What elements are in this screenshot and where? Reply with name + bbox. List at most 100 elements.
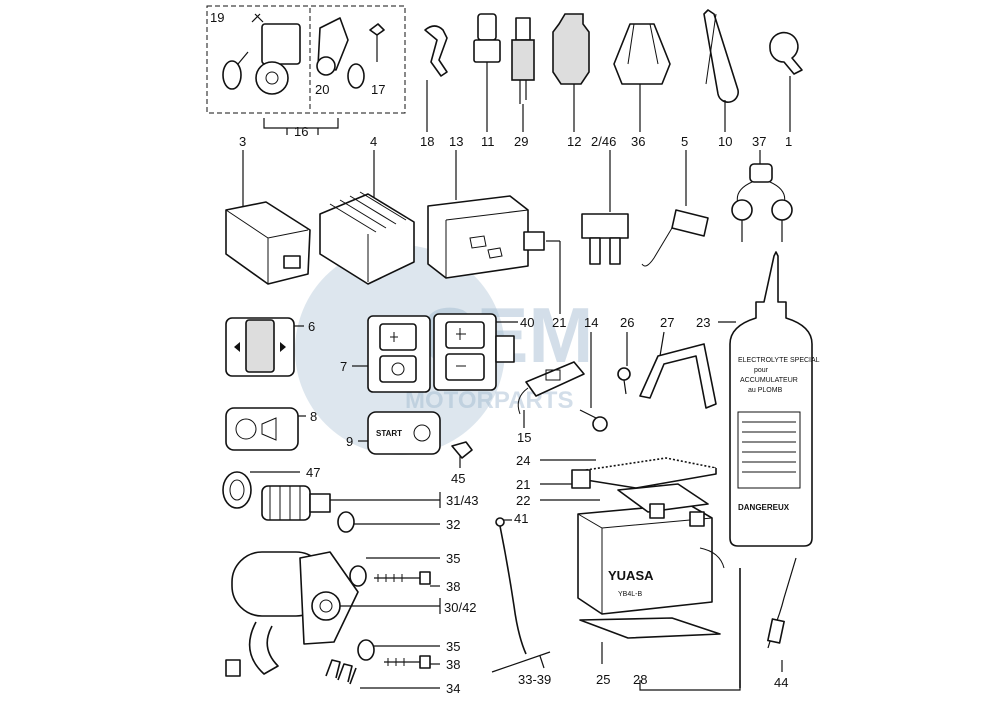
label-1: 1: [785, 134, 792, 149]
part-45-bolt: 45: [451, 441, 473, 486]
part-23-electrolyte-bottle: 23 ELECTROLYTE SPECIAL pour ACCUMULATEUR…: [696, 251, 820, 547]
battery-model: YB4L-B: [618, 591, 642, 598]
seat-key-icon: [347, 63, 365, 89]
part-9-start-button: START 9: [346, 411, 441, 455]
part-32-washer: 32: [337, 511, 460, 533]
label-31-43: 31/43: [446, 493, 479, 508]
key-1-icon: [731, 199, 753, 221]
bottle-text-3: ACCUMULATEUR: [740, 377, 798, 384]
part-35-washer-top: 35: [349, 551, 460, 587]
label-25: 25: [596, 672, 610, 687]
part-12-rubber-boot: 12: [552, 13, 590, 149]
bottle-text-2: pour: [754, 367, 769, 374]
part-21-holder-top: 21: [523, 231, 566, 330]
label-34: 34: [446, 681, 460, 696]
kit-dashed-box: [206, 5, 406, 114]
part-24-battery-pad: 24: [516, 453, 717, 489]
label-35a: 35: [446, 551, 460, 566]
part-13-flasher: 13: [427, 134, 529, 279]
label-21b: 21: [516, 477, 530, 492]
battery-brand: YUASA: [608, 568, 654, 583]
label-10: 10: [718, 134, 732, 149]
ignition-switch-kit: 19 20 17 16: [206, 5, 406, 139]
part-31-43-drive-pinion: 31/43: [261, 485, 479, 521]
part-6-turn-switch: 6: [225, 317, 315, 377]
label-33-39: 33-39: [518, 672, 551, 687]
part-36-cover: 36: [613, 23, 671, 149]
label-16: 16: [294, 124, 308, 139]
part-11-bulb-socket: 11: [473, 13, 501, 149]
label-15: 15: [517, 430, 531, 445]
part-1-cable-clamp: 1: [769, 31, 803, 149]
part-27-battery-strap: 27: [639, 315, 717, 409]
part-44-fuse-holder: 44: [767, 557, 797, 690]
part-7-40-light-switches: 40 7: [340, 313, 534, 393]
label-19: 19: [210, 10, 224, 25]
label-6: 6: [308, 319, 315, 334]
label-37: 37: [752, 134, 766, 149]
label-30-42: 30/42: [444, 600, 477, 615]
label-44: 44: [774, 675, 788, 690]
part-26-screw: 26: [617, 315, 634, 395]
label-8: 8: [310, 409, 317, 424]
bottle-text-4: au PLOMB: [748, 387, 783, 394]
bottle-text-1: ELECTROLYTE SPECIAL: [738, 357, 820, 364]
label-13: 13: [449, 134, 463, 149]
part-28-cables: 28: [633, 547, 741, 691]
part-8-horn-button: 8: [225, 407, 317, 451]
part-2-46-fuse: 2/46: [581, 134, 629, 265]
label-26: 26: [620, 315, 634, 330]
part-37-keys: 37: [731, 134, 793, 242]
part-38-bolt-top: 38: [374, 571, 460, 594]
label-7: 7: [340, 359, 347, 374]
start-button-text: START: [376, 429, 402, 438]
label-36: 36: [631, 134, 645, 149]
part-33-39-spark-plug-wire: 33-39: [491, 651, 551, 687]
part-29-connector: 29: [511, 17, 535, 149]
part-14-screw: 14: [579, 315, 608, 432]
part-38-bolt-bottom: 38: [384, 655, 460, 672]
label-27: 27: [660, 315, 674, 330]
label-5: 5: [681, 134, 688, 149]
label-23: 23: [696, 315, 710, 330]
label-35b: 35: [446, 639, 460, 654]
label-40: 40: [520, 315, 534, 330]
key-icon: [222, 60, 242, 90]
label-17: 17: [371, 82, 385, 97]
part-34-brushes: 34: [325, 659, 460, 696]
label-11: 11: [481, 134, 495, 149]
label-18: 18: [420, 134, 434, 149]
label-12: 12: [567, 134, 581, 149]
part-3-relay: 3: [225, 134, 311, 285]
part-18-clip: 18: [420, 25, 448, 149]
label-32: 32: [446, 517, 460, 532]
ignition-lock-cylinder: [255, 61, 289, 95]
label-21a: 21: [552, 315, 566, 330]
label-28: 28: [633, 672, 647, 687]
label-14: 14: [584, 315, 598, 330]
part-21-holder-bottom: 21: [516, 469, 591, 492]
ignition-switch-body: [261, 23, 301, 65]
part-10-spring-clip: 10: [703, 9, 739, 149]
label-22: 22: [516, 493, 530, 508]
label-38a: 38: [446, 579, 460, 594]
part-47-ring: 47: [222, 465, 320, 509]
label-41: 41: [514, 511, 528, 526]
part-35-washer-bottom: 35: [357, 639, 460, 661]
part-4-regulator: 4: [319, 134, 415, 285]
label-20: 20: [315, 82, 329, 97]
label-29: 29: [514, 134, 528, 149]
label-4: 4: [370, 134, 377, 149]
part-25-battery-tray: 25: [596, 642, 610, 687]
label-45: 45: [451, 471, 465, 486]
bottle-warning: DANGEREUX: [738, 503, 790, 512]
part-15-bracket: 15: [517, 361, 585, 445]
label-3: 3: [239, 134, 246, 149]
key-2-icon: [771, 199, 793, 221]
part-30-42-starter-motor: 30/42: [225, 551, 477, 677]
label-9: 9: [346, 434, 353, 449]
part-41-wire: 41: [495, 511, 528, 655]
part-22-battery: 22 YUASA YB4L-B: [516, 483, 721, 639]
label-2-46: 2/46: [591, 134, 616, 149]
